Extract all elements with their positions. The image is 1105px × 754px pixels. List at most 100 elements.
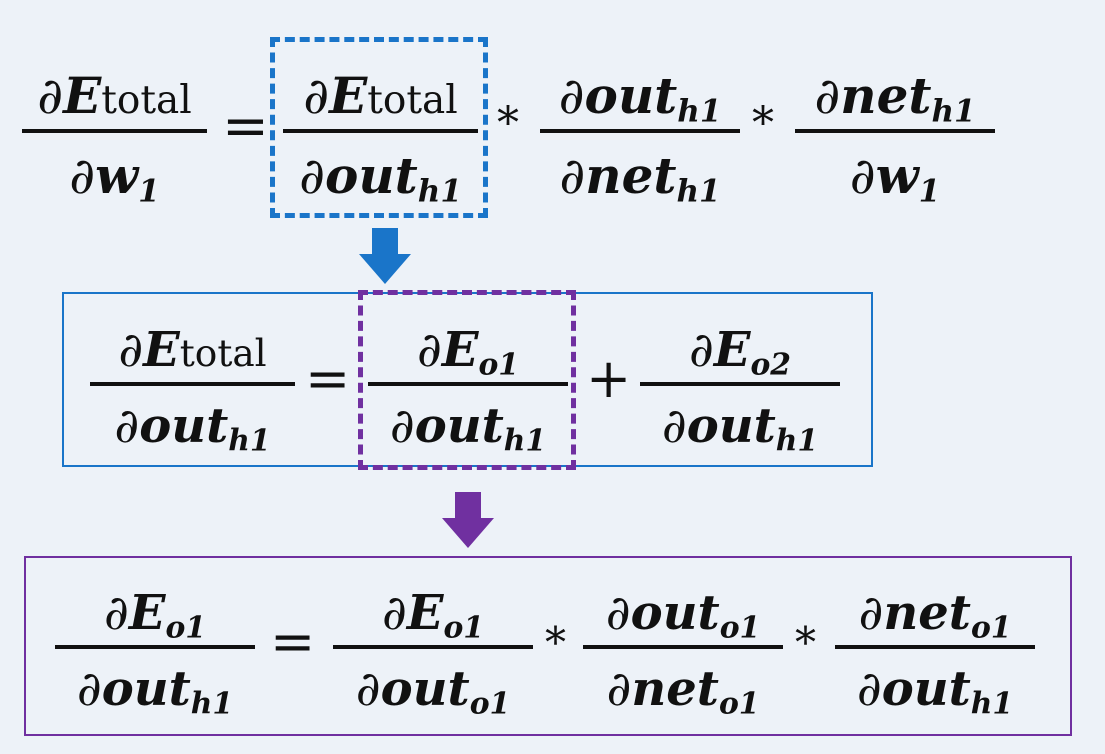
- highlight-box-blue: [270, 37, 488, 218]
- multiply-sign: *: [497, 98, 519, 149]
- partial-symbol: ∂: [689, 322, 714, 378]
- partial-symbol: ∂: [69, 147, 96, 205]
- partial-symbol: ∂: [114, 398, 140, 454]
- sub-h1: h1: [677, 93, 722, 130]
- var-out: out: [324, 146, 418, 205]
- fraction-bar: [283, 129, 478, 133]
- equals-sign: =: [305, 347, 351, 410]
- sub-o1: o1: [443, 610, 484, 646]
- partial-symbol: ∂: [303, 67, 330, 125]
- var-out: out: [881, 661, 971, 717]
- var-out: out: [101, 661, 191, 717]
- sub-h1: h1: [970, 686, 1014, 722]
- denominator: ∂neto1: [583, 661, 783, 721]
- var-E: E: [143, 322, 180, 378]
- fraction-bar: [90, 382, 295, 386]
- multiply-sign: *: [752, 98, 774, 149]
- numerator: ∂Etotal: [283, 66, 478, 125]
- var-net: net: [883, 585, 971, 641]
- var-out: out: [139, 398, 229, 454]
- partial-symbol: ∂: [37, 67, 64, 125]
- var-E: E: [713, 322, 751, 378]
- highlight-box-purple: [358, 290, 576, 470]
- partial-symbol: ∂: [299, 147, 325, 205]
- fraction-bar: [333, 645, 533, 649]
- denominator: ∂neth1: [540, 146, 740, 210]
- numerator: ∂Eo1: [368, 322, 568, 382]
- partial-symbol: ∂: [382, 585, 407, 641]
- sub-h1: h1: [931, 93, 976, 130]
- partial-symbol: ∂: [849, 147, 876, 205]
- eq3-lhs-fraction: ∂Eo1 ∂outh1: [55, 585, 255, 725]
- partial-symbol: ∂: [558, 67, 585, 125]
- sub-o2: o2: [750, 347, 791, 383]
- numerator: ∂Eo1: [55, 585, 255, 645]
- sub-o1: o1: [719, 610, 761, 646]
- numerator: ∂Eo1: [333, 585, 533, 645]
- sub-1: 1: [918, 173, 941, 210]
- partial-symbol: ∂: [355, 661, 381, 717]
- sub-o1: o1: [165, 610, 206, 646]
- fraction-bar: [55, 645, 255, 649]
- denominator: ∂outh1: [55, 661, 255, 721]
- eq2-term1-fraction: ∂Eo1 ∂outh1: [368, 322, 568, 462]
- arrow-down-icon-purple: [442, 492, 494, 548]
- sub-h1: h1: [676, 173, 721, 210]
- numerator: ∂neth1: [795, 66, 995, 130]
- eq1-term1-fraction: ∂Etotal ∂outh1: [283, 66, 478, 216]
- sub-h1: h1: [190, 686, 234, 722]
- var-E: E: [329, 66, 368, 125]
- eq2-lhs-fraction: ∂Etotal ∂outh1: [90, 322, 295, 462]
- var-out: out: [630, 585, 720, 641]
- var-E: E: [63, 66, 102, 125]
- fraction-bar: [795, 129, 995, 133]
- eq3-term1-fraction: ∂Eo1 ∂outo1: [333, 585, 533, 725]
- multiply-sign: *: [545, 618, 566, 667]
- arrow-down-icon-blue: [359, 228, 411, 284]
- equals-sign: =: [270, 610, 316, 673]
- var-out: out: [380, 661, 470, 717]
- denominator: ∂outh1: [283, 146, 478, 210]
- numerator: ∂outh1: [540, 66, 740, 130]
- fraction-bar: [835, 645, 1035, 649]
- numerator: ∂Eo2: [640, 322, 840, 382]
- partial-symbol: ∂: [856, 661, 882, 717]
- var-w: w: [95, 146, 139, 205]
- denominator: ∂w1: [795, 146, 995, 210]
- denominator: ∂outh1: [368, 398, 568, 458]
- var-w: w: [875, 146, 919, 205]
- denominator: ∂w1: [22, 146, 207, 210]
- partial-symbol: ∂: [417, 322, 442, 378]
- partial-symbol: ∂: [606, 661, 632, 717]
- var-out: out: [414, 398, 504, 454]
- sub-h1: h1: [503, 423, 547, 459]
- sub-total: total: [367, 78, 458, 123]
- eq1-lhs-fraction: ∂Etotal ∂w1: [22, 66, 207, 216]
- fraction-bar: [640, 382, 840, 386]
- multiply-sign: *: [795, 618, 816, 667]
- sub-1: 1: [138, 173, 160, 210]
- sub-o1: o1: [970, 610, 1012, 646]
- partial-symbol: ∂: [559, 147, 586, 205]
- sub-h1: h1: [775, 423, 819, 459]
- sub-o1: o1: [469, 686, 511, 722]
- denominator: ∂outh1: [90, 398, 295, 458]
- eq2-term2-fraction: ∂Eo2 ∂outh1: [640, 322, 840, 462]
- var-E: E: [406, 585, 444, 641]
- fraction-bar: [22, 129, 207, 133]
- denominator: ∂outh1: [835, 661, 1035, 721]
- var-net: net: [585, 146, 677, 205]
- var-E: E: [128, 585, 166, 641]
- var-net: net: [840, 66, 932, 125]
- fraction-bar: [540, 129, 740, 133]
- partial-symbol: ∂: [858, 585, 884, 641]
- partial-symbol: ∂: [118, 322, 144, 378]
- numerator: ∂neto1: [835, 585, 1035, 645]
- fraction-bar: [368, 382, 568, 386]
- partial-symbol: ∂: [605, 585, 631, 641]
- eq1-term3-fraction: ∂neth1 ∂w1: [795, 66, 995, 216]
- partial-symbol: ∂: [814, 67, 841, 125]
- numerator: ∂outo1: [583, 585, 783, 645]
- var-net: net: [631, 661, 719, 717]
- partial-symbol: ∂: [104, 585, 129, 641]
